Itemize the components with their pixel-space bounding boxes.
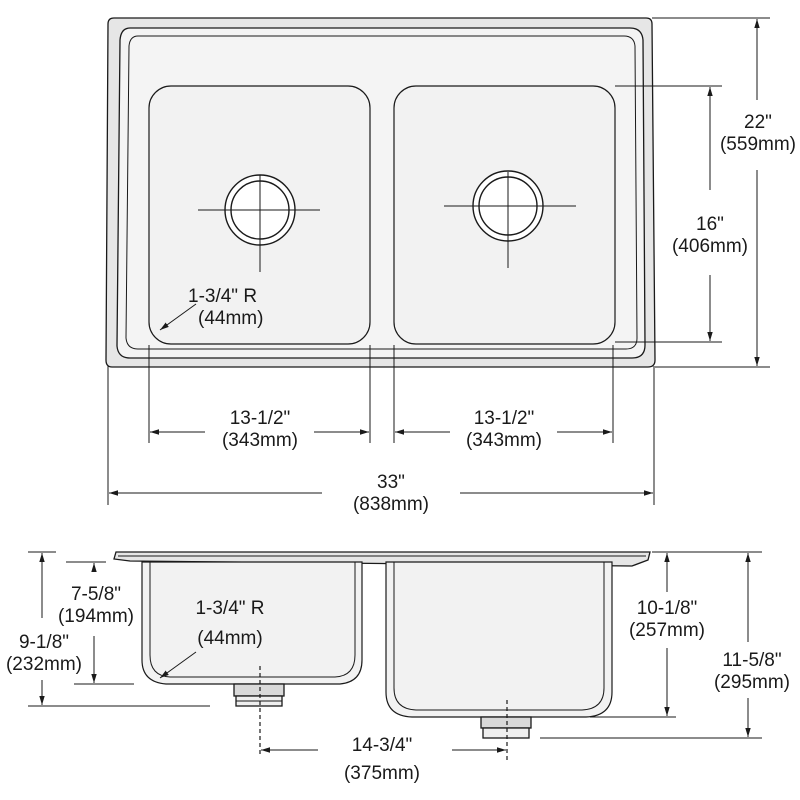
side-radius-leader — [159, 651, 197, 679]
overall-width-label: 22" (559mm) — [719, 112, 796, 155]
left-drain — [198, 174, 320, 272]
left-bowl-depth-label: 7-5/8" (194mm) — [57, 584, 134, 627]
side-right-drain — [480, 716, 532, 739]
left-bowl-width-label: 13-1/2" (343mm) — [221, 408, 298, 451]
top-radius-leader — [159, 303, 197, 331]
bowl-length-label: 16" (406mm) — [671, 214, 748, 257]
top-view — [105, 17, 770, 505]
left-overall-depth-label: 9-1/8" (232mm) — [5, 632, 82, 675]
drain-spacing-label: 14-3/4" (375mm) — [343, 735, 420, 784]
overall-length-label: 33" (838mm) — [352, 472, 429, 515]
right-bowl-width-label: 13-1/2" (343mm) — [465, 408, 542, 451]
sink-deck — [125, 35, 638, 350]
right-drain — [444, 170, 576, 268]
right-bowl-depth-label: 10-1/8" (257mm) — [628, 598, 705, 641]
side-view — [28, 551, 762, 760]
side-right-bowl — [385, 561, 613, 718]
corner-radius-top-label: 1-3/4" R (44mm) — [188, 286, 264, 329]
side-left-drain — [233, 683, 285, 707]
right-overall-depth-label: 11-5/8" (295mm) — [713, 650, 790, 693]
side-left-bowl — [141, 561, 363, 685]
corner-radius-side-label: 1-3/4" R (44mm) — [195, 598, 265, 649]
